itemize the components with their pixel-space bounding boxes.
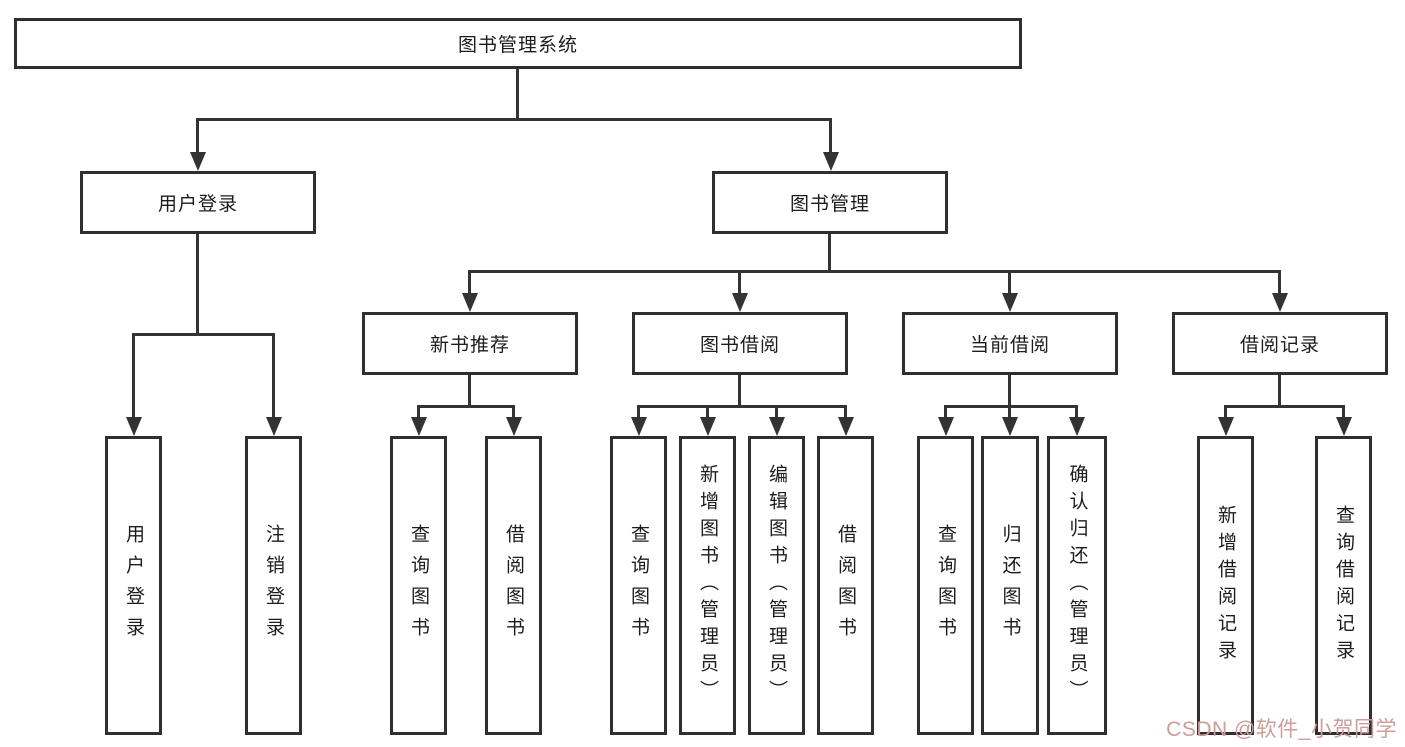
leaf-add-borrow-record: 新增借阅记录 [1197,436,1254,735]
connector-line [738,375,741,405]
arrow-down [1217,405,1234,436]
leaf-label: 查询图书 [408,523,429,648]
arrow-down [1335,405,1352,436]
connector-line [417,405,515,408]
node-library-system: 图书管理系统 [14,18,1022,69]
connector-line [516,69,519,118]
leaf-label: 归还图书 [999,523,1021,648]
leaf-label: 编辑图书（管理员） [766,464,787,707]
leaf-borrow-books: 借阅图书 [817,436,874,735]
leaf-label: 新增图书（管理员） [697,464,718,707]
node-label: 用户登录 [157,194,238,215]
arrow-down [768,405,785,436]
arrow-down [125,333,142,436]
leaf-borrow-books: 借阅图书 [485,436,542,735]
arrow-down [630,405,647,436]
arrow-down [189,118,206,171]
node-label: 借阅记录 [1239,335,1320,356]
connector-line [944,405,1078,408]
leaf-query-books: 查询图书 [610,436,667,735]
connector-line [1008,375,1011,405]
node-new-book-recommend: 新书推荐 [362,312,578,375]
leaf-query-borrow-record: 查询借阅记录 [1315,436,1372,735]
connector-line [828,234,831,270]
arrow-down [410,405,427,436]
leaf-user-login: 用户登录 [105,436,162,735]
connector-line [196,234,199,333]
arrow-down [1068,405,1085,436]
leaf-label: 确认归还（管理员） [1066,464,1088,707]
arrow-down [1271,270,1288,312]
node-label: 图书借阅 [699,335,780,356]
leaf-label: 注销登录 [263,523,284,648]
leaf-logout: 注销登录 [245,436,302,735]
leaf-label: 用户登录 [123,523,144,648]
arrow-down [731,270,748,312]
leaf-label: 查询图书 [628,523,649,648]
leaf-label: 查询借阅记录 [1333,504,1354,667]
arrow-down [1001,270,1018,312]
leaf-return-books: 归还图书 [981,436,1039,735]
arrow-down [1001,405,1018,436]
arrow-down [265,333,282,436]
connector-line [1224,405,1345,408]
node-label: 图书管理系统 [457,35,578,56]
arrow-down [461,270,478,312]
connector-line [468,375,471,405]
leaf-label: 查询图书 [935,523,956,648]
leaf-query-books: 查询图书 [390,436,447,735]
leaf-label: 借阅图书 [503,523,524,648]
connector-line [196,118,832,121]
leaf-query-books: 查询图书 [917,436,974,735]
leaf-add-books-admin: 新增图书（管理员） [679,436,736,735]
arrow-down [822,118,839,171]
connector-line [637,405,847,408]
arrow-down [505,405,522,436]
node-label: 新书推荐 [429,335,510,356]
node-book-management-branch: 图书管理 [712,171,948,234]
connector-line [468,270,1281,273]
node-book-borrowing: 图书借阅 [632,312,848,375]
arrow-down [837,405,854,436]
arrow-down [937,405,954,436]
node-user-login-branch: 用户登录 [80,171,316,234]
node-label: 图书管理 [789,194,870,215]
leaf-edit-books-admin: 编辑图书（管理员） [748,436,805,735]
node-current-borrowing: 当前借阅 [902,312,1118,375]
leaf-label: 新增借阅记录 [1215,504,1236,667]
leaf-confirm-return-admin: 确认归还（管理员） [1047,436,1107,735]
csdn-watermark: CSDN @软件_小贺同学 [1166,718,1397,741]
node-borrowing-records: 借阅记录 [1172,312,1388,375]
node-label: 当前借阅 [969,335,1050,356]
arrow-down [699,405,716,436]
connector-line [132,333,275,336]
connector-line [1278,375,1281,405]
leaf-label: 借阅图书 [835,523,856,648]
